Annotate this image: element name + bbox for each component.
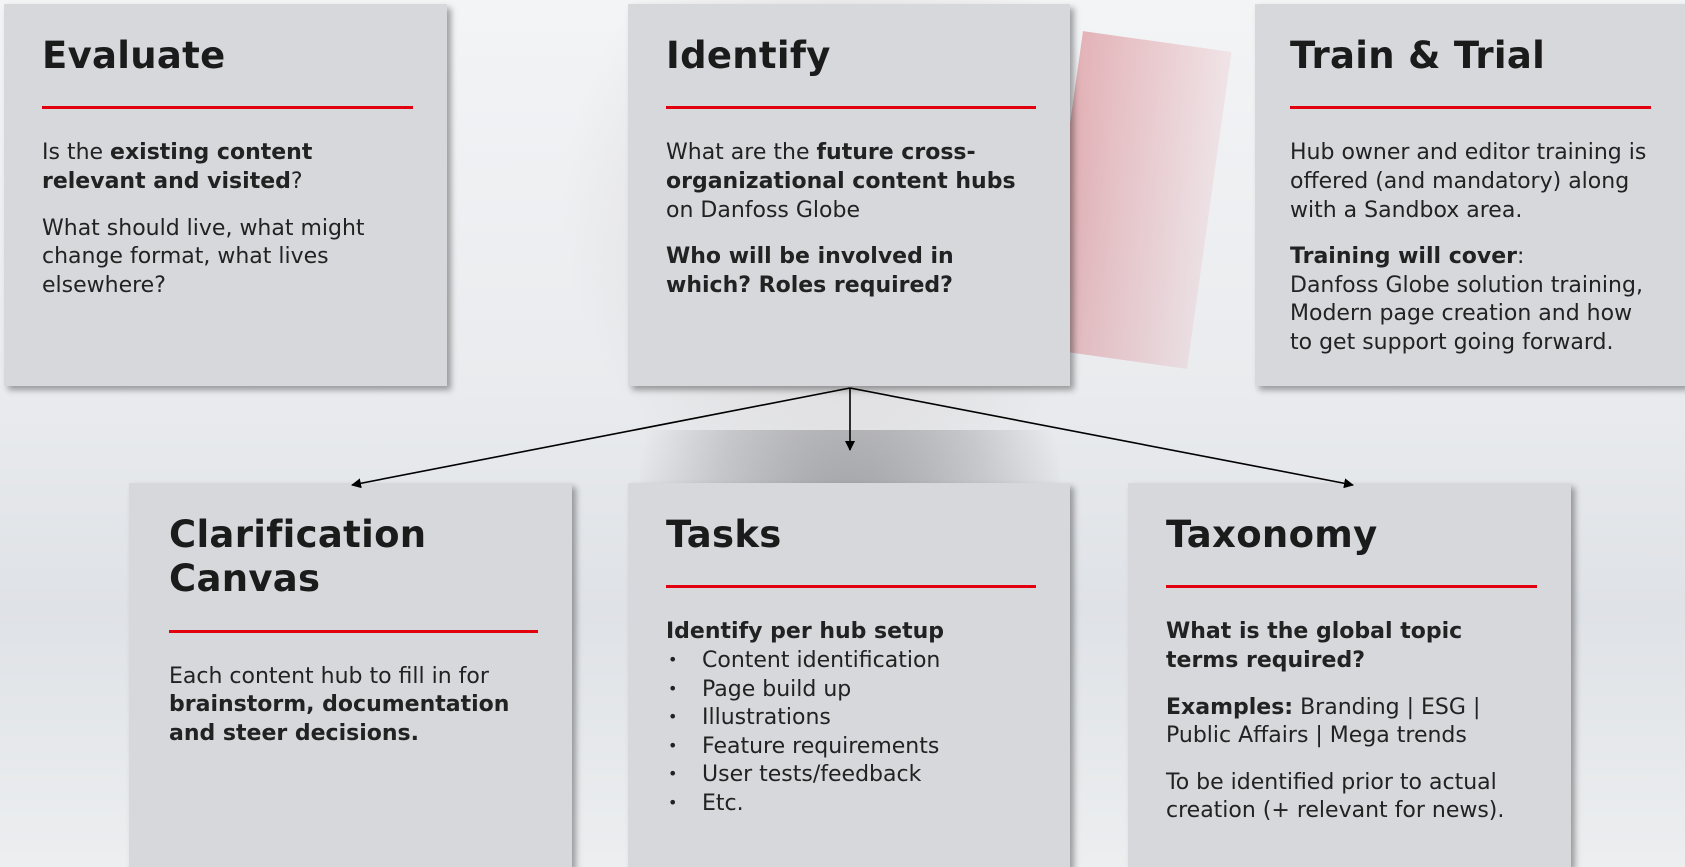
tasks-list: Content identification Page build up Ill… [666,647,1036,819]
identify-roles: Who will be involved in which? Roles req… [666,243,1036,300]
tasks-heading-bold: Identify per hub setup [666,619,944,645]
evaluate-question: Is the existing content relevant and vis… [42,139,413,196]
taxonomy-question-bold: What is the global topic terms required? [1166,619,1463,673]
evaluate-question-text: Is the [42,140,111,166]
list-item: Page build up [666,676,1036,705]
evaluate-divider [42,106,413,110]
clarification-text-bold: brainstorm, documentation and steer deci… [169,692,510,746]
arrow-to-clarification [351,387,851,489]
identify-question-text: What are the [666,140,817,166]
identify-title: Identify [666,34,831,77]
identify-card: Identify What are the future cross-organ… [628,4,1070,386]
arrow-to-taxonomy [849,387,1354,489]
train-cover-details: Danfoss Globe solution training, Modern … [1290,272,1643,355]
identify-divider [666,106,1036,110]
train-title: Train & Trial [1290,34,1546,77]
identify-question-bold: future cross-organizational content hubs [666,140,1016,194]
clarification-title: Clarification Canvas [169,513,427,601]
train-cover-heading: Training will cover: [1290,243,1651,272]
list-item: Illustrations [666,704,1036,733]
train-cover-colon: : [1516,244,1525,270]
tasks-card: Tasks Identify per hub setup Content ide… [628,483,1070,867]
taxonomy-question: What is the global topic terms required? [1166,618,1537,675]
tasks-divider [666,585,1036,589]
taxonomy-card: Taxonomy What is the global topic terms … [1128,483,1571,867]
evaluate-question-end: ? [290,168,303,194]
taxonomy-title: Taxonomy [1166,513,1378,556]
train-cover-bold: Training will cover [1290,244,1517,270]
clarification-text-plain: Each content hub to fill in for [169,663,489,689]
evaluate-card: Evaluate Is the existing content relevan… [4,4,447,386]
taxonomy-examples-text: Branding | ESG | Public Affairs | Mega t… [1166,694,1481,749]
list-item: Content identification [666,647,1036,676]
identify-question-end: on Danfoss Globe [666,197,861,223]
train-offer: Hub owner and editor training is offered… [1290,140,1647,223]
evaluate-question-bold: existing content relevant and visited [42,140,313,194]
taxonomy-divider [1166,585,1537,589]
tasks-heading: Identify per hub setup [666,618,1036,647]
identify-question: What are the future cross-organizational… [666,139,1036,225]
identify-roles-text: Who will be involved in which? Roles req… [666,244,954,298]
evaluate-details: What should live, what might change form… [42,215,365,298]
taxonomy-note: To be identified prior to actual creatio… [1166,769,1505,824]
clarification-card: Clarification Canvas Each content hub to… [129,483,572,867]
taxonomy-examples: Examples: Branding | ESG | Public Affair… [1166,694,1537,751]
train-card: Train & Trial Hub owner and editor train… [1255,4,1685,386]
train-divider [1290,106,1651,110]
clarification-text: Each content hub to fill in for brainsto… [169,663,538,749]
list-item: User tests/feedback [666,761,1036,790]
clarification-divider [169,629,538,633]
taxonomy-examples-label: Examples: [1166,694,1294,720]
tasks-title: Tasks [666,513,782,556]
list-item: Etc. [666,790,1036,819]
evaluate-title: Evaluate [42,34,226,77]
list-item: Feature requirements [666,733,1036,762]
